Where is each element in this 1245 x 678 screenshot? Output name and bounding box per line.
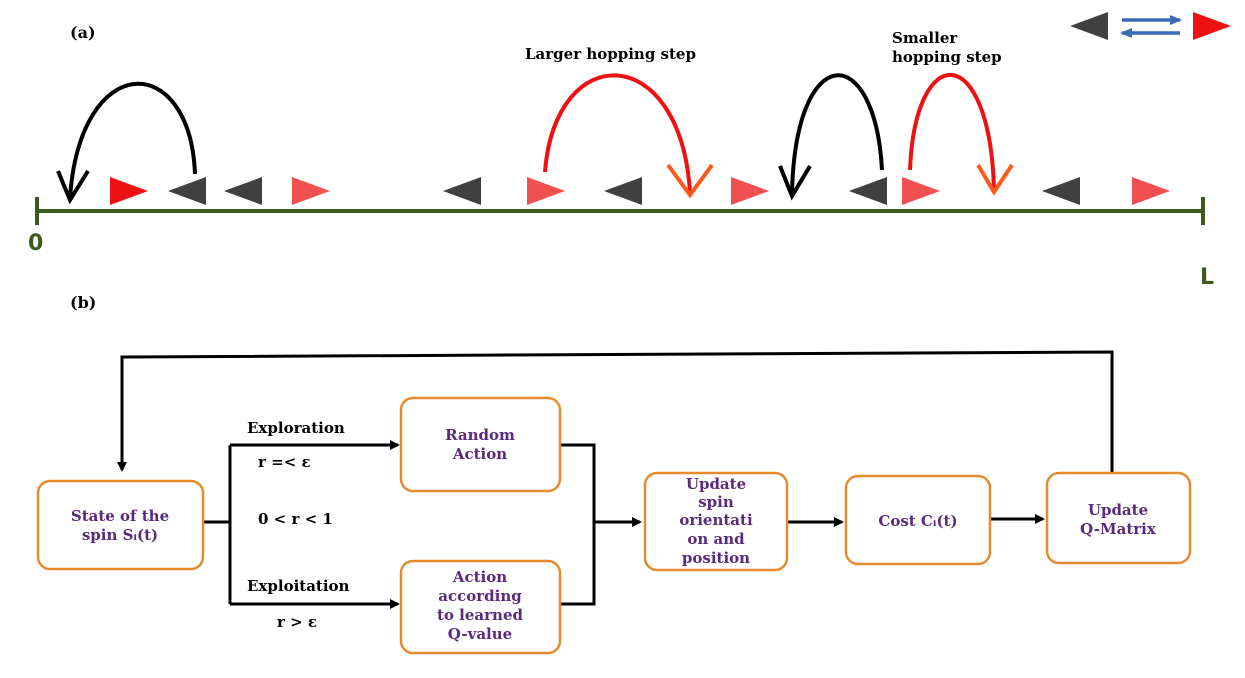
- learned-action-box: Action according to learned Q-value: [399, 559, 562, 655]
- annotation-smaller-step-line1: Smaller: [892, 29, 958, 47]
- spin-right-icon: [110, 177, 148, 205]
- spin-right-icon: [902, 177, 940, 205]
- update-q-line: Update: [1088, 501, 1148, 519]
- spin-left-icon: [849, 177, 887, 205]
- random-action-line: Action: [452, 445, 507, 463]
- branch-connectors: [203, 440, 1045, 609]
- spin-right-icon: [731, 177, 769, 205]
- update-spin-line: spin: [698, 493, 734, 511]
- exploration-condition: r =< ε: [258, 453, 311, 471]
- legend-spin-right-icon: [1193, 12, 1231, 40]
- spin-right-icon: [1132, 177, 1170, 205]
- cost-box: Cost Cᵢ(t): [844, 474, 992, 566]
- hop-arc-left-small: [790, 73, 884, 195]
- spin-left-icon: [443, 177, 481, 205]
- update-spin-line: Update: [686, 475, 746, 493]
- random-range-label: 0 < r < 1: [258, 510, 333, 528]
- cost-box-line: Cost Cᵢ(t): [878, 512, 957, 530]
- update-spin-line: position: [682, 549, 750, 567]
- hop-arrowhead-icon: [56, 169, 90, 205]
- update-spin-line: on and: [687, 530, 745, 548]
- spin-left-icon: [1042, 177, 1080, 205]
- update-q-line: Q-Matrix: [1080, 520, 1157, 538]
- annotation-larger-step: Larger hopping step: [525, 45, 696, 63]
- axis-end-label: L: [1200, 265, 1214, 290]
- spin-left-icon: [604, 177, 642, 205]
- learned-action-line: Q-value: [448, 625, 512, 643]
- hop-arc-right-small: [908, 72, 996, 191]
- update-q-box: Update Q-Matrix: [1045, 471, 1192, 565]
- hop-arcs: [56, 72, 1014, 205]
- legend-spin-flip: [1070, 12, 1231, 40]
- spin-right-icon: [292, 177, 330, 205]
- hop-arrowhead-icon: [976, 163, 1014, 196]
- exploitation-label: Exploitation: [247, 577, 350, 595]
- lattice-axis: [35, 197, 1205, 225]
- spin-left-icon: [168, 177, 206, 205]
- exploitation-condition: r > ε: [277, 613, 317, 631]
- random-action-box: Random Action: [399, 396, 562, 493]
- update-spin-line: orientati: [679, 511, 753, 529]
- state-box-line: State of the: [71, 507, 169, 525]
- learned-action-line: according: [438, 587, 522, 605]
- spin-row: [110, 177, 1170, 205]
- state-box: State of the spin Sᵢ(t): [36, 479, 205, 571]
- annotation-smaller-step-line2: hopping step: [892, 48, 1002, 66]
- exploration-label: Exploration: [247, 419, 345, 437]
- axis-start-label: 0: [28, 231, 43, 256]
- hop-arrowhead-icon: [778, 164, 812, 201]
- panel-a-label: (a): [70, 23, 96, 42]
- merge-bracket-line: [560, 443, 596, 606]
- hop-arc-left-large: [68, 82, 197, 199]
- hop-arc-right-large: [543, 73, 692, 193]
- feedback-loop-arrow: [117, 350, 1114, 472]
- state-box-line: spin Sᵢ(t): [82, 526, 158, 544]
- spin-left-icon: [224, 177, 262, 205]
- random-action-line: Random: [445, 426, 515, 444]
- learned-action-line: Action: [452, 568, 507, 586]
- hop-arrowhead-icon: [666, 163, 714, 199]
- learned-action-line: to learned: [437, 606, 523, 624]
- panel-b-label: (b): [70, 293, 96, 312]
- spin-right-icon: [527, 177, 565, 205]
- update-spin-box: Update spin orientati on and position: [643, 471, 789, 572]
- legend-spin-left-icon: [1070, 12, 1108, 40]
